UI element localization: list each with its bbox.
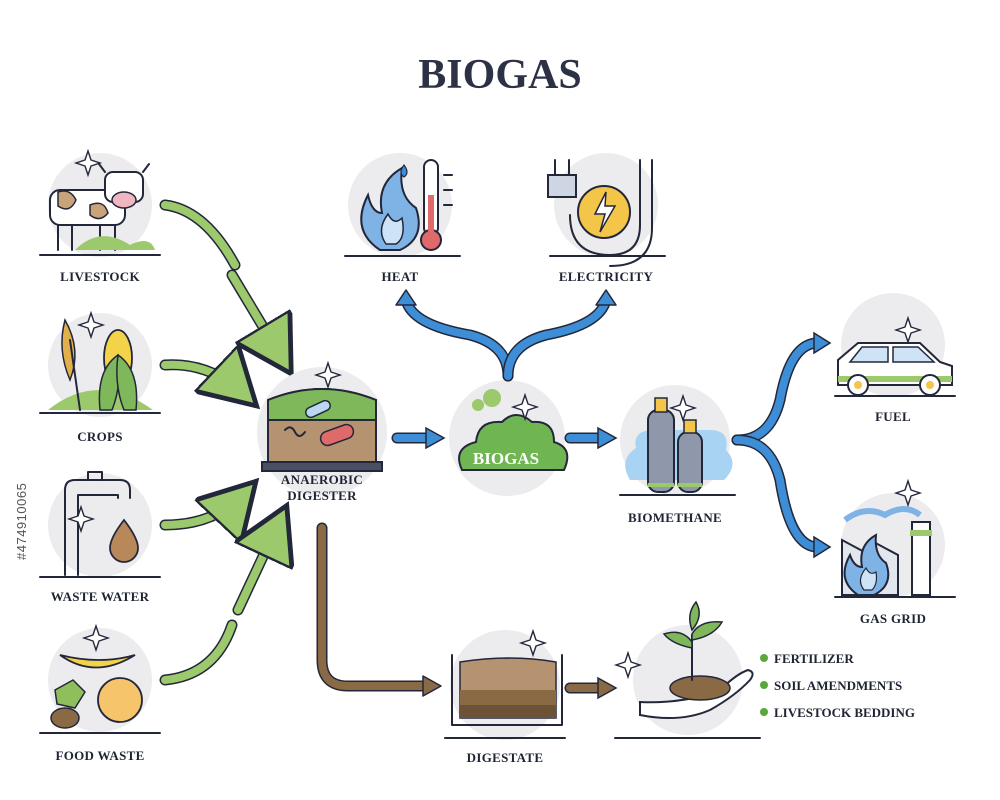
arrow-digester-to-digestate xyxy=(316,522,442,697)
arrow-foodwaste-to-digester xyxy=(234,520,280,614)
arrow-livestock-to-digester-2 xyxy=(228,271,283,360)
heat-label: HEAT xyxy=(381,269,418,284)
arrow-digestate-to-uses xyxy=(564,676,618,700)
livestock-label: LIVESTOCK xyxy=(60,269,140,284)
biomethane-label: BIOMETHANE xyxy=(628,510,722,525)
digestate-label: DIGESTATE xyxy=(467,750,544,765)
factory-flame-icon xyxy=(841,506,932,596)
fuel-node: FUEL xyxy=(834,293,956,424)
hand-sprout-node xyxy=(614,600,761,739)
use-livestock-bedding: LIVESTOCK BEDDING xyxy=(774,705,915,720)
food-waste-node: FOOD WASTE xyxy=(39,628,161,763)
biogas-cloud-icon xyxy=(458,389,569,471)
anaerobic-digester-node: ANAEROBIC DIGESTER xyxy=(257,367,387,503)
digestate-node: DIGESTATE xyxy=(444,630,566,765)
crops-icon xyxy=(48,318,153,411)
heat-node: HEAT xyxy=(344,153,461,284)
digestate-container-icon xyxy=(451,654,563,726)
gas-grid-label: GAS GRID xyxy=(860,611,926,626)
arrow-biogas-to-heat-electricity xyxy=(395,289,617,382)
arrow-crops-to-digester xyxy=(161,365,245,395)
use-soil-amendments: SOIL AMENDMENTS xyxy=(774,678,902,693)
digester-label-line2: DIGESTER xyxy=(287,488,357,503)
gas-grid-node: GAS GRID xyxy=(834,493,956,626)
crops-node: CROPS xyxy=(39,313,161,444)
cow-icon xyxy=(49,163,155,251)
electricity-label: ELECTRICITY xyxy=(559,269,654,284)
page-title: BIOGAS xyxy=(418,52,581,98)
arrow-livestock-to-digester xyxy=(159,199,241,271)
car-icon xyxy=(837,342,953,396)
sparkle-icons xyxy=(66,148,923,680)
crops-label: CROPS xyxy=(77,429,123,444)
waste-water-node: WASTE WATER xyxy=(39,471,161,604)
livestock-node: LIVESTOCK xyxy=(39,153,161,284)
food-scraps-icon xyxy=(50,654,143,729)
flame-thermometer-icon xyxy=(360,159,453,251)
biogas-node: BIOGAS xyxy=(449,380,569,496)
digester-label-line1: ANAEROBIC xyxy=(281,472,363,487)
arrow-wastewater-to-digester xyxy=(161,493,245,525)
bullet-dot xyxy=(760,708,768,716)
digestate-uses-list: FERTILIZER SOIL AMENDMENTS LIVESTOCK BED… xyxy=(760,651,915,720)
use-fertilizer: FERTILIZER xyxy=(774,651,854,666)
arrow-digester-to-biogas xyxy=(391,426,446,450)
digester-tank-icon xyxy=(261,388,383,472)
stock-watermark-id: #474910065 xyxy=(14,482,29,560)
fuel-label: FUEL xyxy=(875,409,911,424)
input-arrows xyxy=(159,199,283,686)
faucet-icon xyxy=(64,471,139,576)
plug-lightning-icon xyxy=(547,159,653,267)
bullet-dot xyxy=(760,681,768,689)
biomethane-node: BIOMETHANE xyxy=(619,385,736,525)
food-waste-label: FOOD WASTE xyxy=(55,748,144,763)
electricity-node: ELECTRICITY xyxy=(547,153,666,284)
arrow-biogas-to-biomethane xyxy=(564,426,618,450)
waste-water-label: WASTE WATER xyxy=(51,589,150,604)
biogas-badge-text: BIOGAS xyxy=(473,449,539,468)
hand-sprout-icon xyxy=(639,600,754,719)
gas-cylinders-icon xyxy=(625,397,733,493)
arrow-biomethane-to-fuel-gasgrid xyxy=(731,331,832,559)
bullet-dot xyxy=(760,654,768,662)
